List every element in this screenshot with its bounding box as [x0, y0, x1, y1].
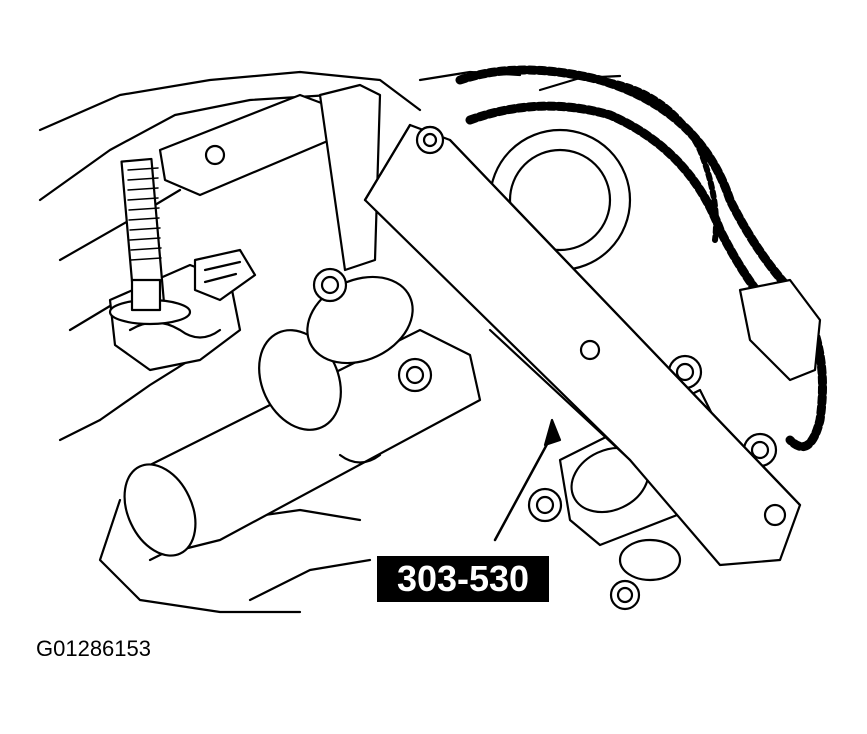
- chain-tensioner: [738, 278, 822, 382]
- bolt-2: [397, 357, 433, 393]
- tool-number-label: 303-530: [377, 556, 549, 602]
- pointer-arrow: [493, 418, 562, 542]
- cylinder-head-outline: [38, 70, 622, 614]
- bolt-8: [609, 579, 641, 611]
- sensor-connector: [193, 248, 257, 302]
- upper-bracket: [158, 83, 382, 272]
- bolt-6: [527, 487, 563, 523]
- threaded-stud: [108, 157, 192, 326]
- alignment-tool: [363, 123, 802, 567]
- bolt-1: [312, 267, 348, 303]
- timing-chain: [455, 65, 827, 452]
- figure-id: G01286153: [36, 636, 151, 661]
